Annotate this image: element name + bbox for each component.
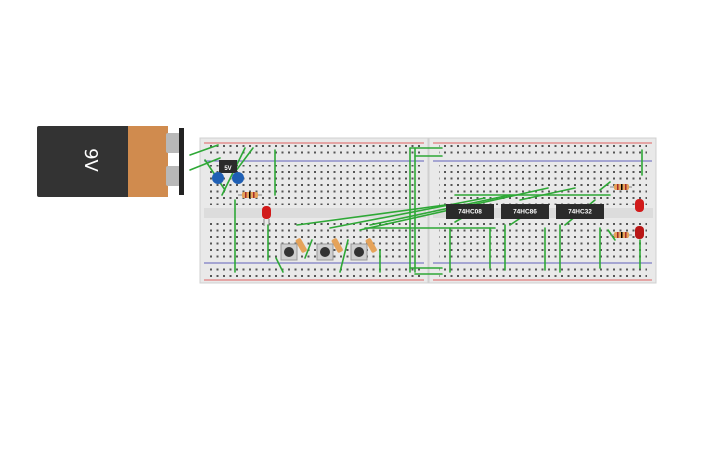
wire[interactable]	[329, 197, 486, 229]
wire[interactable]	[339, 239, 349, 273]
battery-terminal-negative	[166, 166, 180, 186]
chip-label: 74HC08	[458, 209, 482, 216]
regulator-body	[219, 160, 237, 173]
battery-clip	[179, 128, 184, 195]
chip-label: 74HC86	[513, 209, 537, 216]
pushbutton-icon[interactable]	[350, 243, 368, 261]
led-icon[interactable]	[635, 226, 644, 239]
battery-body	[37, 126, 130, 197]
wire[interactable]	[296, 204, 446, 226]
terminal-strip-holes	[210, 165, 420, 205]
led-icon[interactable]	[262, 206, 271, 226]
terminal-strip-holes	[439, 165, 647, 205]
terminal-strip-holes	[210, 221, 420, 261]
ic-chip-74hc08[interactable]: 74HC08	[446, 204, 494, 219]
breadboard-left	[199, 137, 429, 284]
power-rail-holes	[439, 145, 647, 158]
battery-cap	[128, 126, 168, 197]
resistor-icon[interactable]	[295, 237, 308, 253]
battery-9v-icon[interactable]: 9V	[37, 126, 184, 197]
regulator-label: 5V	[224, 166, 231, 172]
resistor-icon[interactable]	[365, 237, 378, 253]
resistor-icon[interactable]	[331, 237, 344, 253]
chip-label: 74HC32	[568, 209, 592, 216]
wire[interactable]	[189, 144, 219, 156]
capacitor-icon[interactable]	[232, 172, 244, 184]
wire[interactable]	[304, 239, 313, 259]
wire[interactable]	[234, 147, 254, 173]
ic-chip-74hc86[interactable]: 74HC86	[501, 204, 549, 219]
resistor-icon[interactable]	[238, 192, 262, 198]
power-rail-holes	[439, 265, 647, 278]
wire[interactable]	[369, 194, 511, 226]
voltage-regulator-icon[interactable]: 5V	[219, 160, 237, 173]
battery-label: 9V	[80, 148, 101, 172]
center-channel	[204, 208, 426, 218]
resistor-icon[interactable]	[610, 232, 632, 238]
wire[interactable]	[599, 181, 611, 191]
wire[interactable]	[519, 187, 576, 201]
pushbutton-icon[interactable]	[316, 243, 334, 261]
wire[interactable]	[189, 157, 221, 171]
power-rail-holes	[210, 265, 420, 278]
battery-terminal-positive	[166, 133, 180, 153]
led-icon[interactable]	[635, 199, 644, 212]
power-rail-holes	[210, 145, 420, 158]
capacitor-icon[interactable]	[212, 172, 224, 184]
ic-chip-74hc32[interactable]: 74HC32	[556, 204, 604, 219]
resistor-icon[interactable]	[610, 184, 632, 190]
pushbutton-icon[interactable]	[280, 243, 298, 261]
wire[interactable]	[275, 257, 284, 273]
terminal-strip-holes	[439, 221, 647, 261]
